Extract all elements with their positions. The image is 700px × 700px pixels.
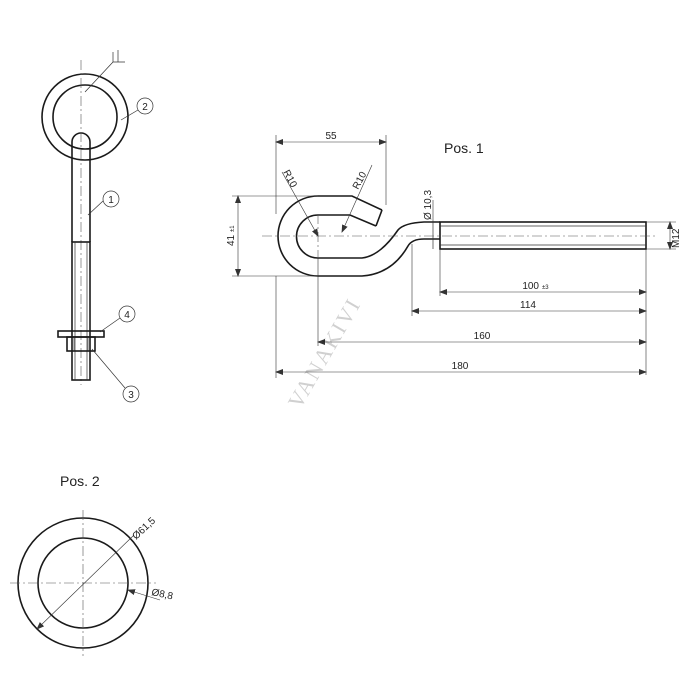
pos2-view: Pos. 2 Ø61,5 Ø8,8 xyxy=(10,473,174,656)
balloon-3: 3 xyxy=(128,390,134,401)
dim-41: 41 xyxy=(226,234,237,246)
dim-41-tol: ±1 xyxy=(230,225,236,232)
hook-outline xyxy=(277,195,440,277)
balloon-1: 1 xyxy=(108,195,114,206)
hook-shank xyxy=(439,221,647,250)
dim-r10-right: R10 xyxy=(351,170,370,192)
dim-r10-left: R10 xyxy=(280,168,299,190)
dim-100: 100 xyxy=(522,281,539,292)
assembly-ring-inner xyxy=(52,84,118,150)
dim-55: 55 xyxy=(325,131,337,142)
dim-dia-8-8: Ø8,8 xyxy=(150,587,174,602)
dim-100-tol: ±3 xyxy=(542,285,549,291)
dim-160: 160 xyxy=(474,331,491,342)
surface-symbol xyxy=(84,50,125,93)
assembly-nut xyxy=(66,336,96,352)
assembly-ring-outer xyxy=(41,73,129,161)
dim-dia-61-5: Ø61,5 xyxy=(131,515,159,542)
assembly-thread xyxy=(71,241,91,381)
dim-m12: M12 xyxy=(671,228,682,248)
balloon-4: 4 xyxy=(124,310,130,321)
assembly-view: 1 2 3 4 xyxy=(41,50,154,403)
pos1-view: Pos. 1 55 R10 R10 Ø 10,3 41 ±1 xyxy=(226,131,682,378)
dim-dia-10-3: Ø 10,3 xyxy=(423,190,434,220)
dim-114: 114 xyxy=(520,300,536,311)
watermark: VANAKIVI xyxy=(283,293,366,412)
pos2-label: Pos. 2 xyxy=(60,473,100,489)
dim-180: 180 xyxy=(452,361,469,372)
balloon-2: 2 xyxy=(142,102,148,113)
pos1-label: Pos. 1 xyxy=(444,140,484,156)
